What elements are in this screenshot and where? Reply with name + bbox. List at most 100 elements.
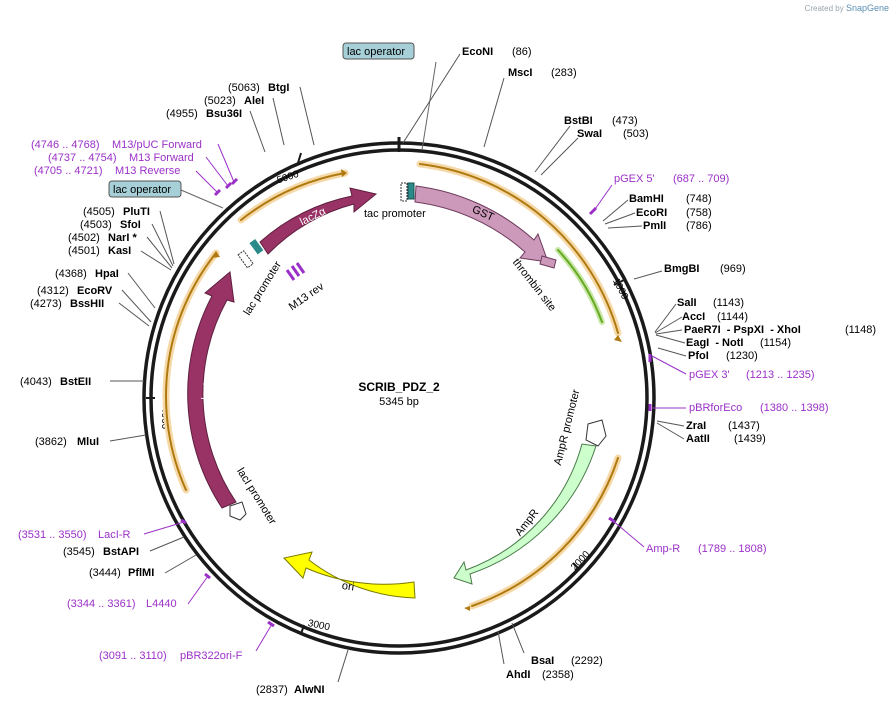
lac-operator-left-label: lac operator — [113, 184, 171, 196]
enzyme-name: AleI — [244, 95, 264, 107]
tick-mark-5000 — [297, 152, 302, 164]
enzyme-pos: (4503) — [80, 219, 112, 231]
primer-range: (3344 .. 3361) — [67, 598, 136, 610]
laci-feature[interactable] — [187, 271, 237, 509]
enzyme-label-acci[interactable]: AccI (1144) — [682, 311, 748, 323]
lac-operator-left-box[interactable] — [108, 180, 182, 198]
enzyme-label-sali[interactable]: SalI(1143) — [677, 297, 744, 309]
primer-label-pbr322ori-f[interactable]: (3091 .. 3110)pBR322ori-F — [99, 650, 243, 662]
enzyme-name: MscI — [508, 67, 532, 79]
enzyme-label-bstapi[interactable]: (3545)BstAPI — [63, 546, 139, 558]
enzyme-label-nari[interactable]: (4502) NarI * — [68, 232, 137, 244]
primer-label-m13-forward[interactable]: (4737 .. 4754)M13 Forward — [48, 152, 194, 164]
primer-label-m13-puc-forward[interactable]: (4746 .. 4768)M13/pUC Forward — [31, 139, 202, 151]
plasmid-size: 5345 bp — [379, 396, 419, 408]
enzyme-label-ecori[interactable]: EcoRI (758) — [636, 207, 712, 219]
orf-gst-arrowhead — [614, 335, 622, 342]
thrombin-site-feature[interactable] — [539, 255, 557, 269]
ampr-promoter-feature[interactable] — [585, 419, 607, 447]
enzyme-pos: (2837) — [256, 684, 288, 696]
m13-rev-primer-mark-2 — [290, 265, 301, 277]
enzyme-pos: (5063) — [228, 82, 260, 94]
enzyme-label-xhoi[interactable]: PaeR7I - PspXI - XhoI(1148) — [684, 324, 876, 336]
snapgene-watermark: Created by SnapGene — [805, 3, 889, 13]
enzyme-label-bstbi[interactable]: BstBI(473) — [564, 115, 638, 127]
enzyme-label-pflmi[interactable]: (3444) PflMI — [89, 567, 154, 579]
enzyme-pos: (4501) — [68, 245, 100, 257]
enzyme-name: NarI * — [108, 232, 137, 244]
enzyme-label-kasi[interactable]: (4501)KasI — [68, 245, 131, 257]
lacz-alpha-feature[interactable] — [259, 187, 378, 255]
enzyme-label-bmgbi[interactable]: BmgBI(969) — [664, 263, 746, 275]
enzyme-label-pfoi[interactable]: PfoI(1230) — [688, 350, 758, 362]
primer-label-pgex5[interactable]: pGEX 5'(687 .. 709) — [614, 173, 729, 185]
enzyme-label-bsteii[interactable]: (4043)BstEII — [20, 376, 91, 388]
enzyme-label-zrai[interactable]: ZraI(1437) — [686, 420, 760, 432]
enzyme-label-econi[interactable]: EcoNI(86) — [462, 46, 532, 58]
enzyme-label-alwni[interactable]: (2837)AlwNI — [256, 684, 325, 696]
enzyme-label-btgi[interactable]: (5063)BtgI — [228, 82, 289, 94]
enzyme-leaders — [109, 53, 687, 683]
enzyme-name: EcoRI — [636, 207, 667, 219]
enzyme-label-pluti[interactable]: (4505)PluTI — [83, 206, 150, 218]
enzyme-name: PflMI — [128, 567, 154, 579]
enzyme-label-ecorv[interactable]: (4312)EcoRV — [37, 285, 113, 297]
enzyme-label-bamhi[interactable]: BamHI(748) — [629, 193, 712, 205]
enzyme-name: ZraI — [686, 420, 706, 432]
ampr-feature[interactable] — [453, 443, 597, 585]
enzyme-label-ahdi[interactable]: AhdI(2358) — [506, 669, 574, 681]
enzyme-label-bsai[interactable]: BsaI(2292) — [531, 655, 603, 667]
tac-promoter-label: tac promoter — [364, 208, 426, 220]
primer-leaders — [143, 143, 687, 652]
lac-operator-top-leader — [421, 61, 437, 151]
tac-promoter-feature[interactable] — [400, 182, 408, 202]
primer-label-m13-reverse[interactable]: (4705 .. 4721)M13 Reverse — [34, 165, 180, 177]
tick-mark-1000 — [613, 279, 625, 286]
enzyme-label-bsshii[interactable]: (4273)BssHII — [30, 298, 104, 310]
orf-ampr-line — [471, 457, 619, 607]
primer-label-l4440[interactable]: (3344 .. 3361)L4440 — [67, 598, 177, 610]
laci-promoter-feature[interactable] — [229, 501, 247, 521]
primer-label-ampr[interactable]: Amp-R(1789 .. 1808) — [646, 543, 767, 555]
enzyme-label-bsu36i[interactable]: (4955)Bsu36I — [166, 108, 242, 120]
enzyme-label-sfoi[interactable]: (4503) SfoI — [80, 219, 141, 231]
lac-promoter-feature[interactable] — [237, 250, 254, 269]
enzyme-label-swai[interactable]: SwaI(503) — [577, 128, 649, 140]
enzyme-label-alei[interactable]: (5023)AleI — [204, 95, 264, 107]
enzyme-pos: (86) — [512, 46, 532, 58]
enzyme-pos: (4502) — [68, 232, 100, 244]
enzyme-name: AccI — [682, 311, 705, 323]
primer-label-pgex3[interactable]: pGEX 3'(1213 .. 1235) — [689, 369, 815, 381]
plasmid-name: SCRIB_PDZ_2 — [358, 380, 440, 394]
gst-feature[interactable] — [414, 185, 549, 263]
enzyme-name: BmgBI — [664, 263, 699, 275]
enzyme-label-pmli[interactable]: PmlI(786) — [643, 220, 712, 232]
enzyme-pos: (1439) — [734, 433, 766, 445]
enzyme-pos: (4505) — [83, 206, 115, 218]
enzyme-name: BstBI — [564, 115, 593, 127]
enzyme-pos: (1144) — [717, 311, 748, 323]
enzyme-label-msci[interactable]: MscI(283) — [508, 67, 577, 79]
enzyme-label-mlui[interactable]: (3862)MluI — [35, 436, 99, 448]
enzyme-name: PaeR7I - PspXI - XhoI — [684, 324, 801, 336]
ori-feature[interactable] — [283, 551, 416, 599]
ampr-promoter-label: AmpR promoter — [552, 388, 583, 467]
enzyme-label-noti[interactable]: EagI - NotI(1154) — [686, 337, 791, 349]
primer-label-laci-r[interactable]: (3531 .. 3550)LacI-R — [18, 529, 130, 541]
enzyme-pos: (3444) — [89, 567, 121, 579]
orf-lacz-line — [240, 172, 346, 221]
enzyme-name: AatII — [686, 433, 710, 445]
enzyme-pos: (758) — [686, 207, 712, 219]
primer-name: M13/pUC Forward — [112, 139, 202, 151]
enzyme-label-aatii[interactable]: AatII (1439) — [686, 433, 766, 445]
enzyme-name: BstAPI — [103, 546, 139, 558]
primer-name: LacI-R — [98, 529, 130, 541]
enzyme-label-hpai[interactable]: (4368)HpaI — [55, 268, 119, 280]
primer-label-pbrforeco[interactable]: pBRforEco(1380 .. 1398) — [689, 402, 829, 414]
lac-operator-top-box[interactable] — [342, 42, 415, 60]
orf-laci-arrowhead — [211, 251, 220, 258]
primer-name: M13 Reverse — [115, 165, 180, 177]
enzyme-pos: (748) — [686, 193, 712, 205]
enzyme-name: SfoI — [120, 219, 141, 231]
